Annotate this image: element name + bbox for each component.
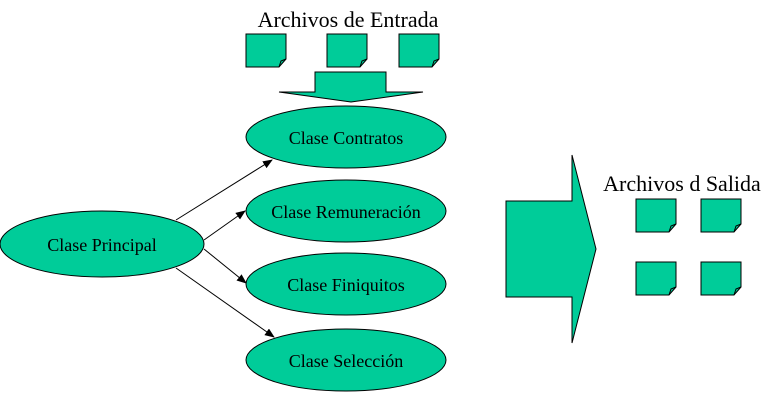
- class-label: Clase Remuneración: [271, 202, 420, 222]
- input-file-icon: [245, 33, 287, 68]
- output-file-icon: [700, 261, 742, 296]
- input-down-arrow: [278, 71, 424, 103]
- arrow-to-finiquitos: [203, 248, 247, 284]
- arrow-to-remuneracion: [203, 210, 246, 241]
- output-file-icon: [635, 261, 677, 296]
- output-right-arrow: [505, 154, 597, 344]
- class-node-finiquitos: Clase Finiquitos: [245, 252, 447, 316]
- arrow-to-seleccion: [175, 267, 275, 338]
- class-label: Clase Finiquitos: [287, 275, 405, 295]
- class-label: Clase Selección: [289, 351, 403, 371]
- main-class-node: Clase Principal: [0, 210, 205, 278]
- arrow-to-contratos: [175, 159, 273, 221]
- output-file-icon: [635, 198, 677, 233]
- class-node-seleccion: Clase Selección: [245, 328, 447, 392]
- class-node-remuneracion: Clase Remuneración: [245, 179, 447, 243]
- input-file-icon: [326, 33, 368, 68]
- output-file-icon: [700, 198, 742, 233]
- class-label: Clase Contratos: [289, 128, 404, 148]
- connector-arrows: [175, 159, 275, 338]
- input-files-title: Archivos de Entrada: [258, 7, 439, 32]
- class-node-contratos: Clase Contratos: [245, 105, 447, 169]
- main-class-label: Clase Principal: [47, 235, 156, 255]
- output-files-title: Archivos d Salida: [603, 171, 761, 196]
- input-file-icon: [398, 33, 440, 68]
